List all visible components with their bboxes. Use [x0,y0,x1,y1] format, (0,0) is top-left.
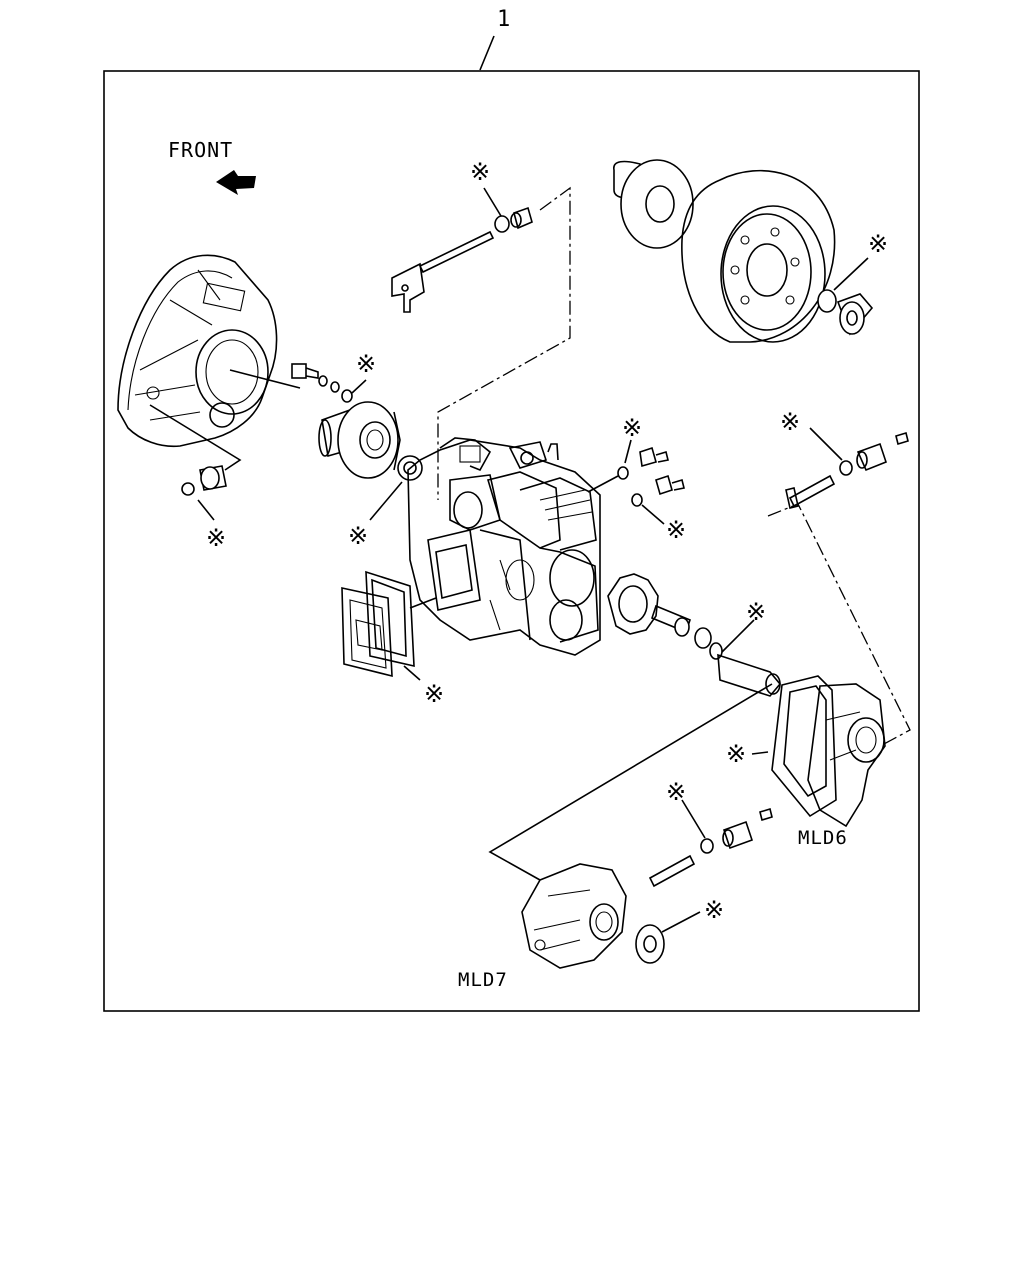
note-symbol: ※ [726,740,746,768]
bolt-and-washers [291,363,367,403]
tie-bolt [391,186,571,500]
callout-number: 1 [497,7,510,32]
pump-side-cover [409,529,481,611]
callout-leader [479,35,495,71]
bushing-left [149,404,242,521]
mld7-guide-line [488,683,773,881]
diagram-frame [103,70,920,1012]
front-label: FRONT [168,138,233,162]
plug-bolt-mld6 [767,427,911,745]
model-label-mld6: MLD6 [798,827,848,849]
note-symbol: ※ [356,350,376,378]
bell-housing [117,254,301,448]
injection-pump [407,437,601,656]
note-symbol: ※ [746,598,766,626]
plug-bolt-mld7 [648,799,773,888]
hollow-bolts [587,439,685,525]
note-symbol: ※ [666,516,686,544]
note-symbol: ※ [780,408,800,436]
front-arrow-icon [216,170,256,195]
note-symbol: ※ [470,158,490,186]
note-symbol: ※ [424,680,444,708]
note-symbol: ※ [622,414,642,442]
drive-flange [318,401,401,479]
note-symbol: ※ [666,778,686,806]
note-symbol: ※ [348,522,368,550]
note-symbol: ※ [206,524,226,552]
governor-housing-mld6 [751,675,886,828]
note-symbols: ※ ※ ※ ※ ※ ※ ※ ※ ※ ※ ※ ※ ※ [206,158,888,924]
note-symbol: ※ [868,230,888,258]
model-label-mld7: MLD7 [458,969,508,991]
flywheel [613,159,874,343]
governor-housing-mld7 [521,863,701,969]
governor-gear [607,573,782,697]
cover-gasket [341,570,421,681]
note-symbol: ※ [704,896,724,924]
